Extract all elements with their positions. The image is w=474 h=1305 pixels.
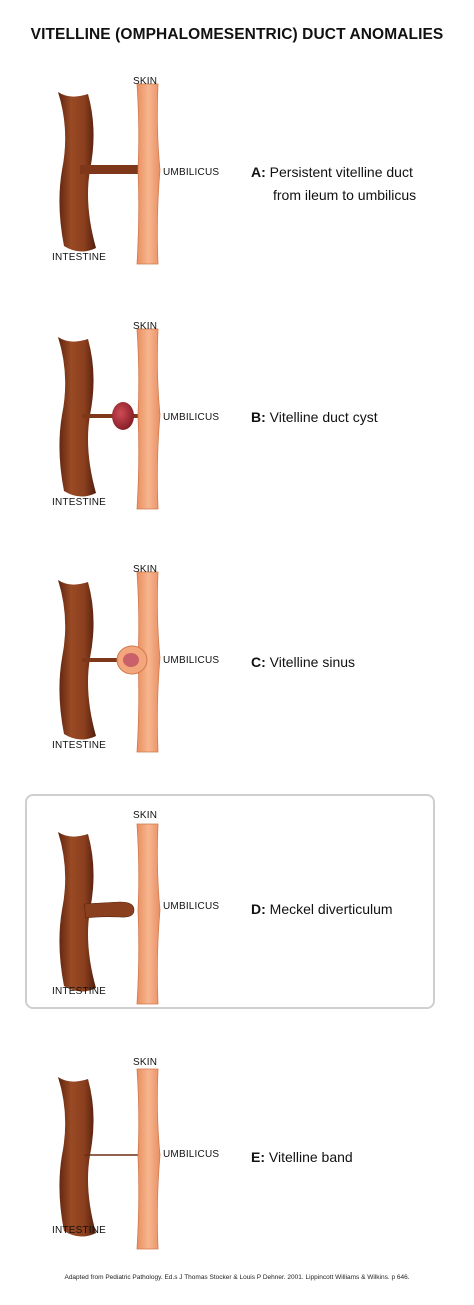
caption-text-line2: from ileum to umbilicus [273, 187, 417, 203]
skin-label: SKIN [133, 321, 158, 332]
caption-c: C: Vitelline sinus [251, 651, 355, 674]
panel-e: SKIN UMBILICUS INTESTINE E: Vitelline ba… [0, 1055, 474, 1305]
source-footnote: Adapted from Pediatric Pathology. Ed.s J… [64, 1274, 410, 1281]
duct-segment [82, 658, 122, 662]
intestine-shape [58, 92, 96, 252]
panel-c: SKIN UMBILICUS INTESTINE C: Vitelline si… [0, 558, 474, 808]
skin-label: SKIN [133, 76, 158, 87]
duct-segment [82, 414, 116, 418]
caption-letter: B: [251, 409, 266, 425]
caption-letter: E: [251, 1149, 265, 1165]
caption-letter: D: [251, 901, 266, 917]
caption-letter: C: [251, 654, 266, 670]
intestine-label: INTESTINE [52, 740, 107, 751]
vitelline-duct [80, 165, 144, 174]
sinus-cavity [123, 653, 139, 667]
panel-a: SKIN UMBILICUS INTESTINE A: Persistent v… [0, 70, 474, 320]
intestine-label: INTESTINE [52, 1225, 107, 1236]
caption-text: Meckel diverticulum [269, 901, 393, 917]
panel-b: SKIN UMBILICUS INTESTINE B: Vitelline du… [0, 315, 474, 565]
skin-label: SKIN [133, 810, 158, 821]
caption-d: D: Meckel diverticulum [251, 898, 393, 921]
anomaly-illustration-c [58, 571, 161, 753]
umbilicus-label: UMBILICUS [163, 412, 220, 423]
skin-shape [136, 1068, 161, 1250]
caption-text: Vitelline duct cyst [269, 409, 378, 425]
intestine-label: INTESTINE [52, 497, 107, 508]
caption-text: Persistent vitelline duct [269, 164, 413, 180]
caption-b: B: Vitelline duct cyst [251, 406, 378, 429]
highlight-box [25, 794, 435, 1009]
caption-text: Vitelline band [268, 1149, 353, 1165]
intestine-shape [58, 832, 96, 992]
diagram-title: VITELLINE (OMPHALOMESENTRIC) DUCT ANOMAL… [30, 26, 444, 43]
caption-text: Vitelline sinus [269, 654, 356, 670]
umbilicus-label: UMBILICUS [163, 167, 220, 178]
skin-label: SKIN [133, 1057, 158, 1068]
intestine-shape [58, 337, 96, 497]
skin-shape [136, 571, 161, 753]
meckel-diverticulum [83, 901, 135, 919]
umbilicus-label: UMBILICUS [163, 1149, 220, 1160]
duct-segment [128, 414, 144, 418]
skin-shape [136, 823, 161, 1005]
anomaly-illustration-a [58, 83, 161, 265]
intestine-shape [58, 580, 96, 740]
caption-e: E: Vitelline band [251, 1146, 353, 1169]
intestine-label: INTESTINE [52, 986, 107, 997]
anomaly-illustration-e [58, 1068, 161, 1250]
caption-letter: A: [251, 164, 266, 180]
skin-shape [136, 328, 161, 510]
intestine-label: INTESTINE [52, 252, 107, 263]
skin-shape [136, 83, 161, 265]
vitelline-cyst [112, 402, 134, 430]
umbilicus-label: UMBILICUS [163, 655, 220, 666]
panel-d: SKIN UMBILICUS INTESTINE D: Meckel diver… [0, 794, 474, 1060]
anomaly-illustration-d [58, 823, 161, 1005]
anomaly-illustration-b [58, 328, 161, 510]
intestine-shape [58, 1077, 96, 1237]
caption-a: A: Persistent vitelline duct from ileum … [251, 161, 416, 207]
skin-label: SKIN [133, 564, 158, 575]
umbilicus-label: UMBILICUS [163, 901, 220, 912]
